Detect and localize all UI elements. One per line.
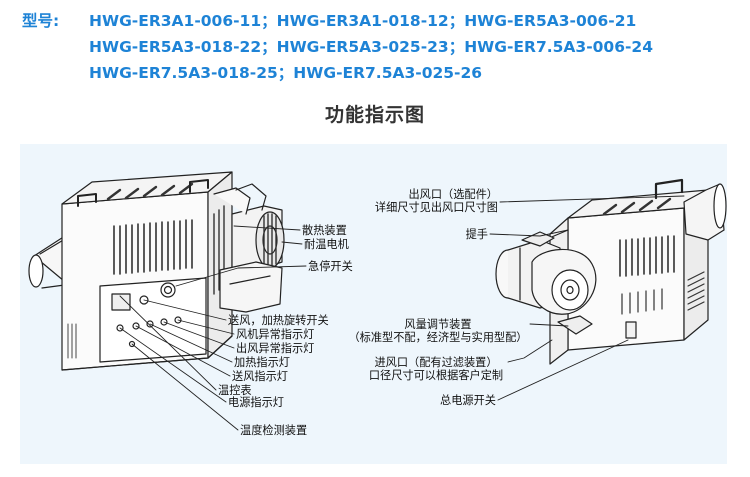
right-leader-lines	[489, 195, 685, 401]
estop-button-icon	[160, 282, 176, 298]
label-temp-meter: 温控表	[218, 384, 252, 397]
label-fan-fault-lamp: 风机异常指示灯	[236, 328, 315, 341]
main-power-switch-icon	[625, 321, 637, 339]
diagram-panel: 散热装置 耐温电机 急停开关 送风，加热旋转开关 风机异常指示灯 出风异常指示灯…	[20, 144, 727, 464]
label-outlet-fault-lamp: 出风异常指示灯	[236, 342, 315, 355]
label-fan-lamp: 送风指示灯	[232, 370, 288, 383]
label-motor: 耐温电机	[304, 238, 349, 251]
label-main-power-switch: 总电源开关	[440, 394, 496, 407]
label-damper: 风量调节装置 （标准型不配，经济型与实用型配）	[348, 318, 528, 344]
rotary-switch-knob	[139, 295, 149, 305]
model-line-2: HWG-ER5A3-018-22；HWG-ER5A3-025-23；HWG-ER…	[89, 38, 653, 56]
left-leader-lines	[119, 225, 307, 431]
left-machine	[28, 171, 285, 371]
temp-meter-display	[111, 293, 131, 311]
model-line-3: HWG-ER7.5A3-018-25；HWG-ER7.5A3-025-26	[89, 64, 483, 82]
label-heating-lamp: 加热指示灯	[234, 356, 290, 369]
outlet-cone-icon	[683, 183, 727, 241]
label-inlet: 进风口（配有过滤装置） 口径尺寸可以根据客户定制	[368, 356, 504, 382]
right-inlet-assembly-icon	[495, 229, 597, 335]
left-motor-icon	[213, 183, 285, 313]
diagram-artwork	[28, 171, 727, 431]
right-machine	[495, 178, 727, 365]
label-heat-sink: 散热装置	[302, 224, 347, 237]
handle-icon	[654, 178, 684, 200]
label-handle: 提手	[465, 228, 488, 241]
model-prefix: 型号:	[22, 12, 60, 30]
label-power-lamp: 电源指示灯	[228, 396, 284, 409]
figure-title: 功能指示图	[324, 104, 425, 126]
model-list: 型号:HWG-ER3A1-006-11；HWG-ER3A1-018-12；HWG…	[22, 8, 742, 86]
label-temp-sensor: 温度检测装置	[240, 424, 308, 437]
label-fan-heat-switch: 送风，加热旋转开关	[228, 314, 329, 327]
model-line-1: 型号:HWG-ER3A1-006-11；HWG-ER3A1-018-12；HWG…	[22, 8, 742, 34]
left-body-front	[61, 171, 233, 371]
label-outlet: 出风口（选配件） 详细尺寸见出风口尺寸图	[374, 188, 498, 214]
label-estop: 急停开关	[308, 260, 353, 273]
damper-icon	[557, 315, 593, 335]
